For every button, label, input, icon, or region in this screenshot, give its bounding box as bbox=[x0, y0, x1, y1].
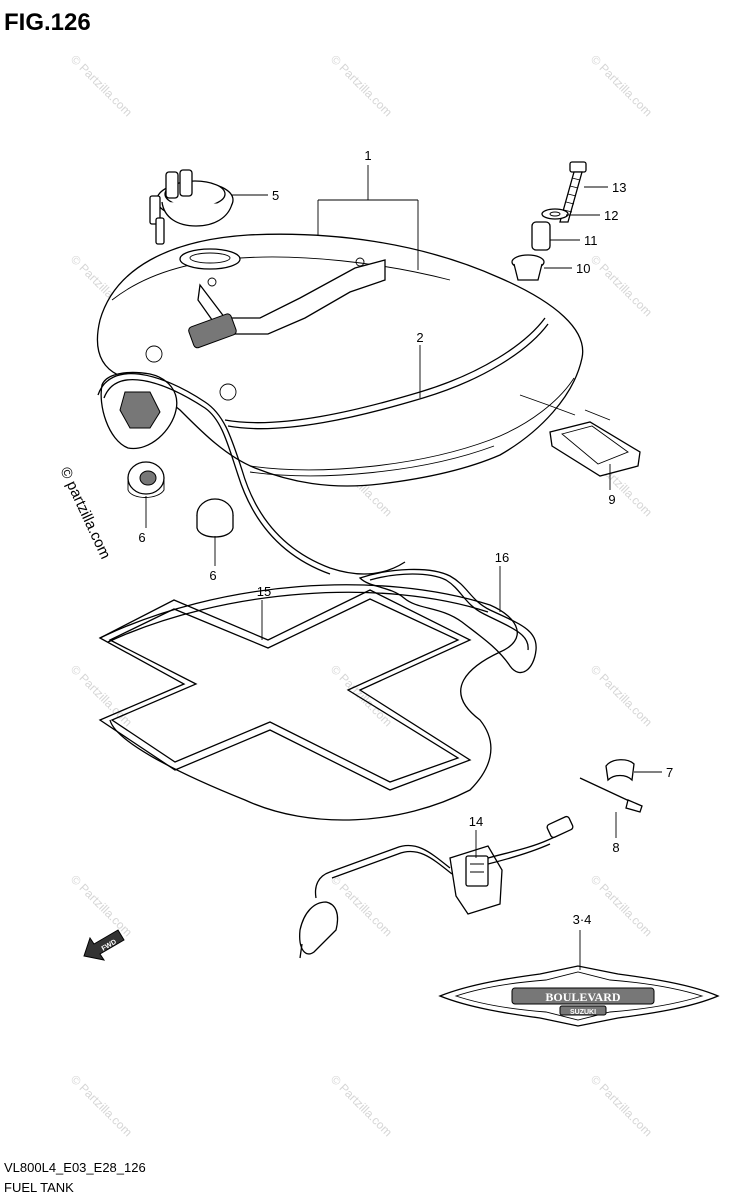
gasket-drawing bbox=[98, 584, 518, 821]
figure-caption: FUEL TANK bbox=[4, 1180, 74, 1195]
callout-2: 2 bbox=[416, 330, 423, 345]
callout-7: 7 bbox=[666, 765, 673, 780]
callout-10: 10 bbox=[576, 261, 590, 276]
watermark: © Partzilla.com bbox=[68, 1072, 135, 1139]
callout-11: 11 bbox=[584, 233, 598, 248]
watermark: © Partzilla.com bbox=[328, 662, 395, 729]
rubber-cushion-drawing bbox=[519, 394, 641, 477]
watermark: © Partzilla.com bbox=[588, 662, 655, 729]
watermark: © Partzilla.com bbox=[588, 252, 655, 319]
emblem-brand-text: BOULEVARD bbox=[545, 990, 620, 1004]
figure-title: FIG.126 bbox=[4, 9, 91, 36]
fwd-arrow-icon: FWD bbox=[83, 929, 125, 961]
emblem-maker-text: SUZUKI bbox=[570, 1009, 596, 1016]
fuel-pump-drawing bbox=[299, 815, 574, 959]
mounting-hardware-drawing bbox=[511, 161, 587, 281]
model-code: VL800L4_E03_E28_126 bbox=[4, 1160, 146, 1175]
callout-6a: 6 bbox=[138, 530, 145, 545]
watermark: © Partzilla.com bbox=[328, 872, 395, 939]
watermark: © Partzilla.com bbox=[588, 872, 655, 939]
watermark: © Partzilla.com bbox=[328, 52, 395, 119]
watermark: © Partzilla.com bbox=[68, 52, 135, 119]
seal-strip-drawing bbox=[358, 568, 537, 674]
callout-1: 1 bbox=[364, 148, 371, 163]
callout-6b: 6 bbox=[209, 568, 216, 583]
callout-5: 5 bbox=[272, 188, 279, 203]
callout-8: 8 bbox=[612, 840, 619, 855]
watermark: © Partzilla.com bbox=[328, 1072, 395, 1139]
callout-3-4: 3·4 bbox=[573, 912, 592, 927]
callout-13: 13 bbox=[612, 180, 626, 195]
callout-9: 9 bbox=[608, 492, 615, 507]
watermark: © Partzilla.com bbox=[588, 1072, 655, 1139]
callout-12: 12 bbox=[604, 208, 618, 223]
fuel-tank-drawing bbox=[96, 233, 584, 575]
callout-15: 15 bbox=[257, 584, 271, 599]
watermark-vertical: © partzilla.com bbox=[56, 465, 113, 562]
fuel-cap-drawing bbox=[149, 169, 234, 245]
boulevard-emblem-drawing: BOULEVARD SUZUKI bbox=[438, 965, 720, 1027]
callout-labels: 1 2 3·4 5 6 6 7 8 9 10 11 12 13 14 15 16 bbox=[138, 148, 673, 927]
callout-16: 16 bbox=[495, 550, 509, 565]
watermark: © Partzilla.com bbox=[588, 52, 655, 119]
grommet-drawing bbox=[127, 461, 234, 538]
hose-clamp-drawing bbox=[579, 759, 643, 813]
watermark: © Partzilla.com bbox=[68, 872, 135, 939]
callout-14: 14 bbox=[469, 814, 483, 829]
leader-lines bbox=[145, 165, 662, 970]
